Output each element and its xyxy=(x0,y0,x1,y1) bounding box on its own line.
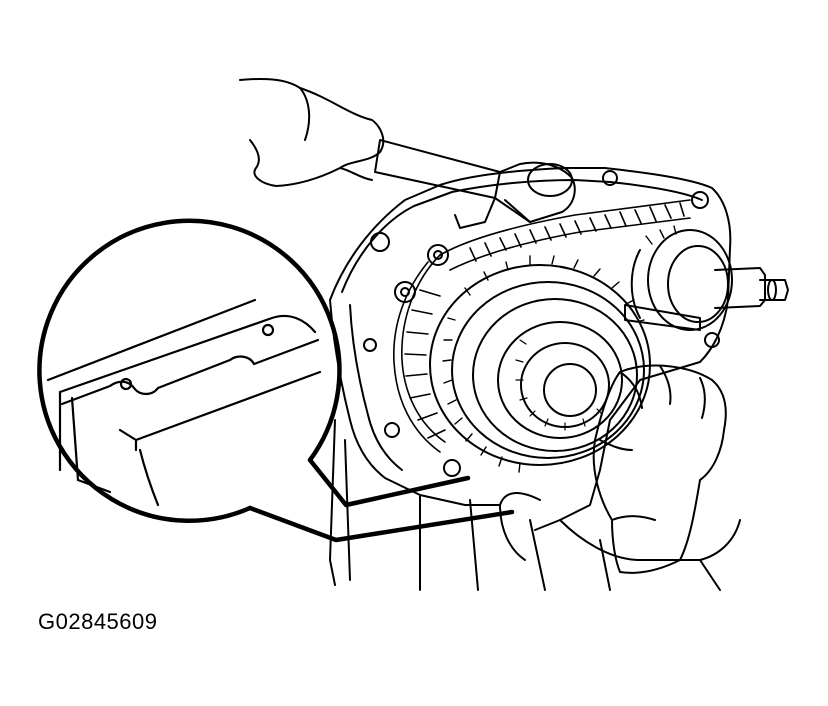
drive-chain xyxy=(393,199,691,453)
figure-code-label: G02845609 xyxy=(38,609,158,634)
upper-hand-with-tool xyxy=(239,78,576,229)
output-shaft xyxy=(624,225,789,331)
lower-hand xyxy=(592,364,727,574)
detail-magnified-gasket xyxy=(46,298,322,507)
sprocket-assembly xyxy=(429,255,651,473)
detail-callout xyxy=(37,218,515,543)
